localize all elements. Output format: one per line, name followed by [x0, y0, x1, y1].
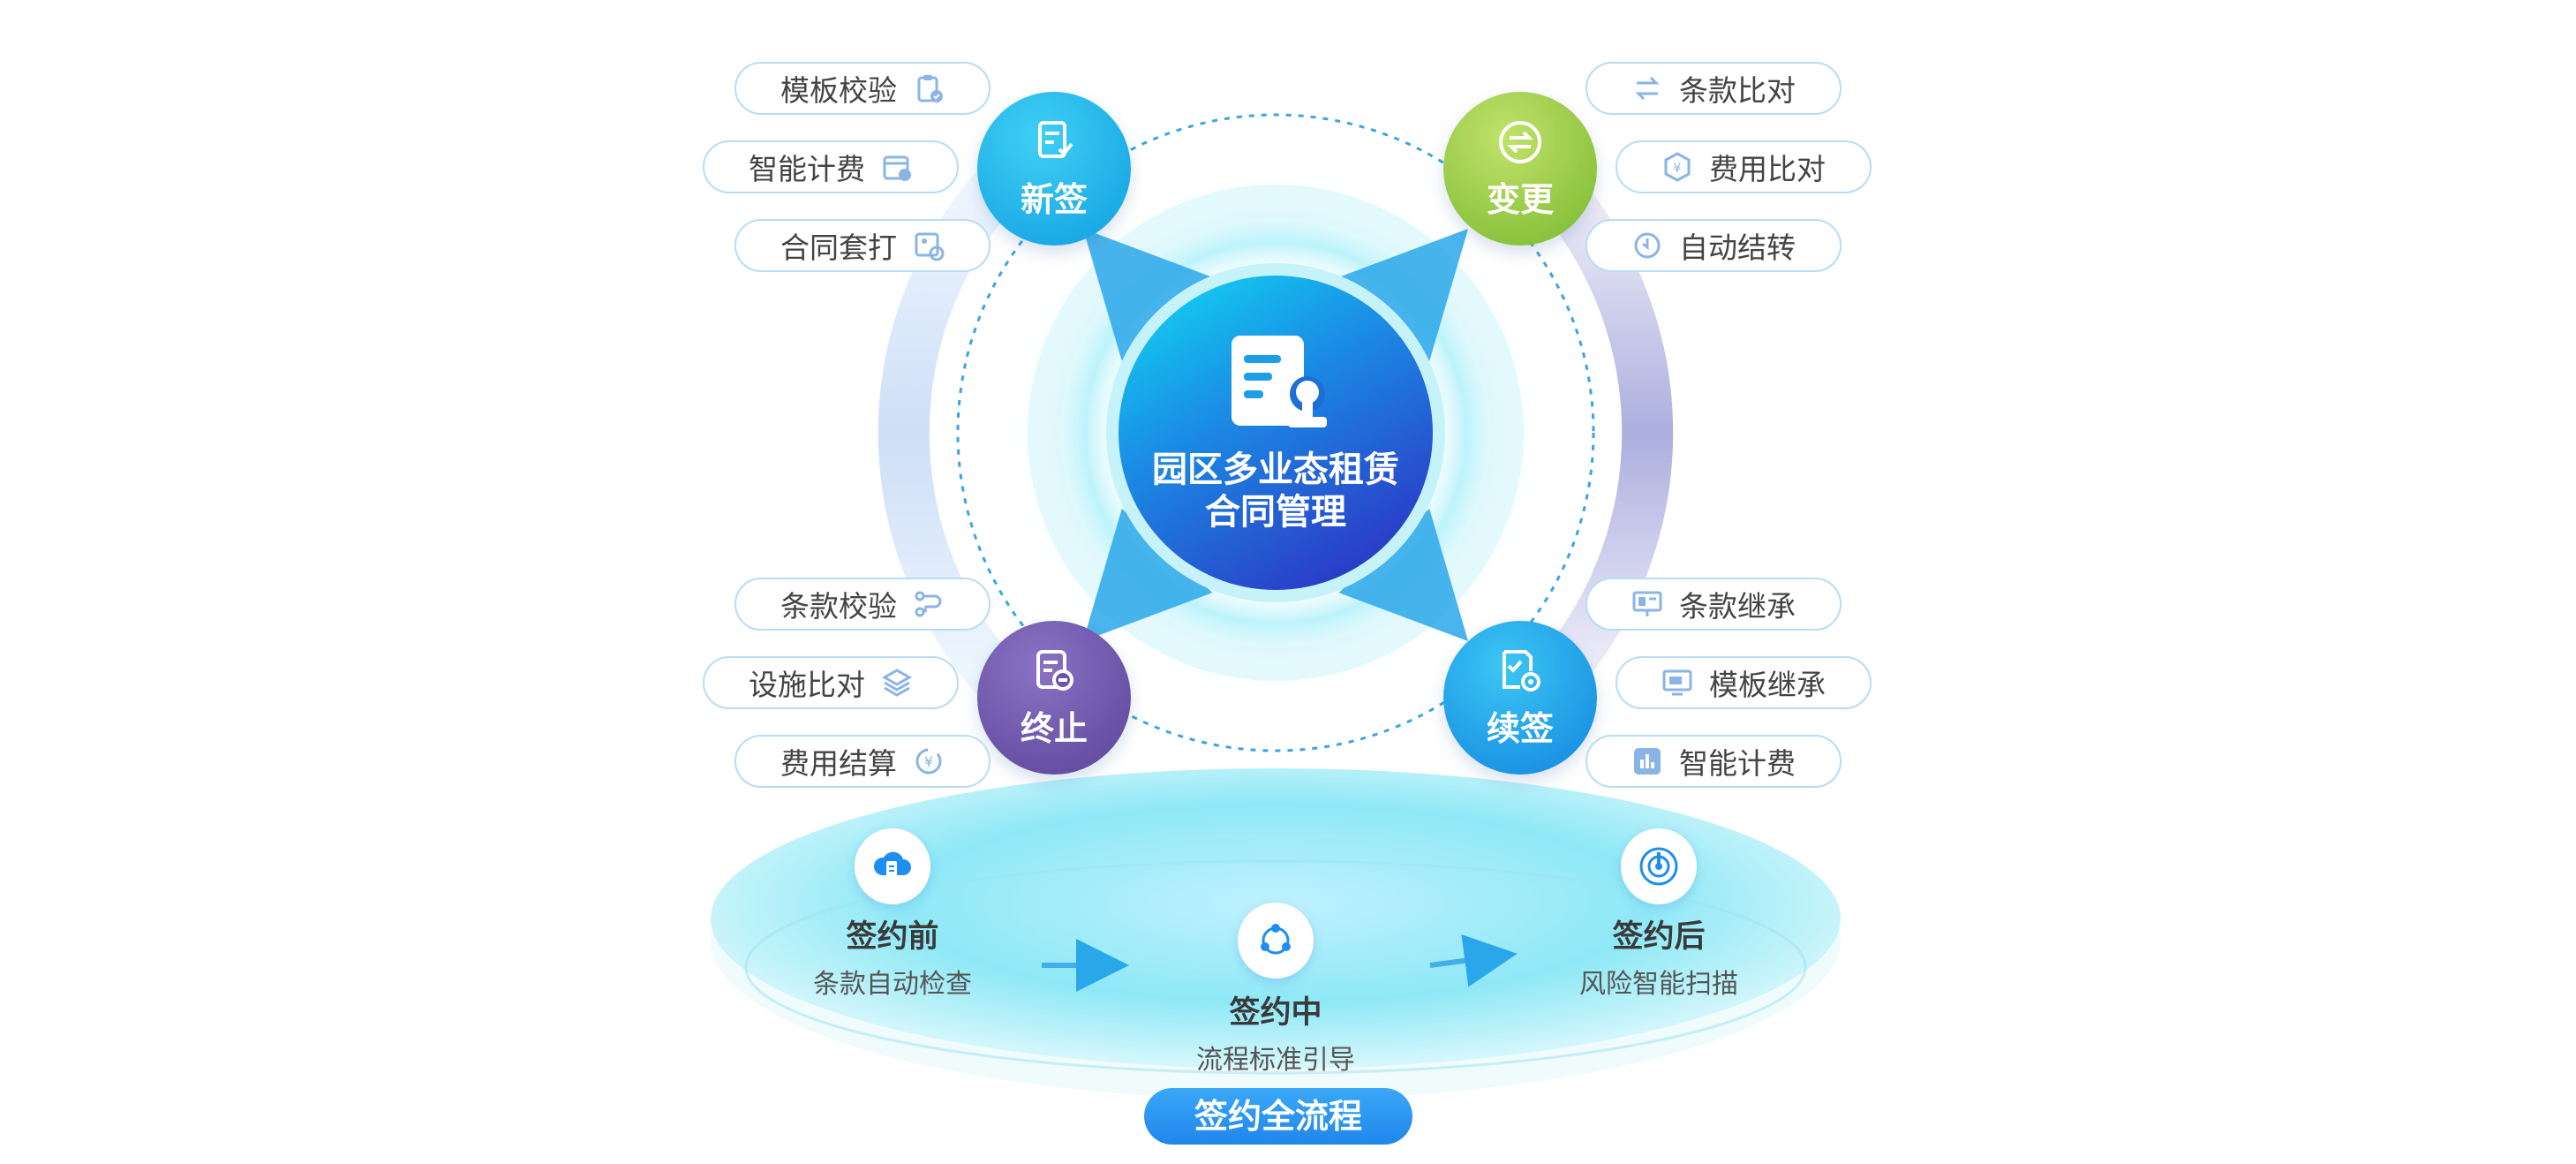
pill-template-check[interactable]: 模板校验 — [734, 62, 990, 115]
pill-fee-compare[interactable]: ¥ 费用比对 — [1616, 140, 1872, 193]
presentation-icon — [1631, 588, 1663, 620]
pill-clause-compare[interactable]: 条款比对 — [1586, 62, 1842, 115]
pill-template-inherit-label: 模板继承 — [1709, 668, 1826, 702]
center-title: 园区多业态租赁 合同管理 — [1117, 449, 1435, 533]
cloud-document-icon — [873, 851, 911, 877]
contract-icon — [1232, 336, 1327, 427]
stage-after-sub: 风险智能扫描 — [1579, 969, 1738, 1000]
stage-before-icon — [855, 828, 930, 904]
stage-before-title: 签约前 — [846, 919, 939, 955]
stage-before-sub: 条款自动检查 — [813, 969, 972, 1000]
node-biangeng[interactable]: 变更 — [1443, 92, 1597, 246]
stage-during-title: 签约中 — [1229, 995, 1322, 1031]
pill-fee-settlement-label: 费用结算 — [780, 746, 897, 781]
yen-hexagon-icon: ¥ — [1661, 151, 1693, 183]
node-xuqian[interactable]: 续签 — [1443, 621, 1597, 775]
calendar-clock-icon — [881, 151, 913, 183]
node-zhongzhi[interactable]: 终止 — [977, 621, 1131, 775]
svg-text:¥: ¥ — [924, 753, 933, 770]
image-settings-icon — [913, 230, 945, 261]
monitor-icon — [1661, 667, 1693, 699]
swap-arrows-icon — [1631, 72, 1663, 104]
swap-icon — [1495, 117, 1545, 167]
radar-scan-icon — [1639, 847, 1678, 886]
pill-auto-transfer[interactable]: 自动结转 — [1586, 219, 1842, 272]
node-zhongzhi-label: 终止 — [1020, 708, 1088, 748]
clipboard-check-icon — [913, 72, 945, 104]
yen-circle-icon: ¥ — [913, 745, 945, 777]
pill-fee-settlement[interactable]: 费用结算 ¥ — [734, 735, 990, 788]
flow-icon — [913, 588, 945, 620]
pill-contract-print-label: 合同套打 — [780, 231, 897, 265]
pill-facility-compare[interactable]: 设施比对 — [703, 656, 959, 709]
pill-template-check-label: 模板校验 — [780, 73, 897, 108]
svg-text:¥: ¥ — [1674, 162, 1682, 176]
network-cycle-icon — [1261, 924, 1291, 955]
pill-facility-compare-label: 设施比对 — [749, 668, 865, 702]
node-xuqian-label: 续签 — [1486, 708, 1554, 748]
stage-during-sub: 流程标准引导 — [1196, 1045, 1355, 1076]
pill-smart-billing-1-label: 智能计费 — [749, 152, 865, 186]
terminate-document-icon — [1029, 646, 1079, 696]
pill-auto-transfer-label: 自动结转 — [1679, 231, 1796, 265]
node-xinqian[interactable]: 新签 — [977, 92, 1131, 246]
stage-during: 签约中 流程标准引导 — [1134, 987, 1417, 1077]
stage-before: 签约前 条款自动检查 — [751, 911, 1034, 1001]
pill-smart-billing-2[interactable]: 智能计费 — [1586, 735, 1842, 788]
pill-contract-print[interactable]: 合同套打 — [734, 219, 990, 272]
pill-smart-billing-1[interactable]: 智能计费 — [703, 140, 959, 193]
pill-clause-inherit[interactable]: 条款继承 — [1586, 578, 1842, 631]
full-process-button[interactable]: 签约全流程 — [1194, 1097, 1362, 1136]
node-xinqian-label: 新签 — [1020, 179, 1088, 219]
stage-after-icon — [1621, 828, 1697, 904]
pill-fee-compare-label: 费用比对 — [1709, 152, 1826, 186]
center-title-line1: 园区多业态租赁 — [1152, 450, 1399, 490]
circular-arrow-icon — [1631, 230, 1663, 261]
pill-clause-check-label: 条款校验 — [780, 589, 897, 624]
pill-clause-check[interactable]: 条款校验 — [734, 578, 990, 631]
layers-icon — [881, 667, 913, 699]
center-title-line2: 合同管理 — [1205, 492, 1346, 533]
renew-document-icon — [1495, 646, 1545, 696]
pill-template-inherit[interactable]: 模板继承 — [1616, 656, 1872, 709]
pill-clause-compare-label: 条款比对 — [1679, 73, 1796, 108]
pill-smart-billing-2-label: 智能计费 — [1679, 746, 1796, 781]
pill-clause-inherit-label: 条款继承 — [1679, 589, 1796, 624]
sign-document-icon — [1029, 117, 1079, 167]
stage-during-icon — [1238, 903, 1314, 979]
node-biangeng-label: 变更 — [1486, 179, 1554, 219]
stage-after-title: 签约后 — [1612, 919, 1706, 955]
bar-chart-icon — [1631, 745, 1663, 777]
stage-after: 签约后 风险智能扫描 — [1518, 911, 1800, 1001]
